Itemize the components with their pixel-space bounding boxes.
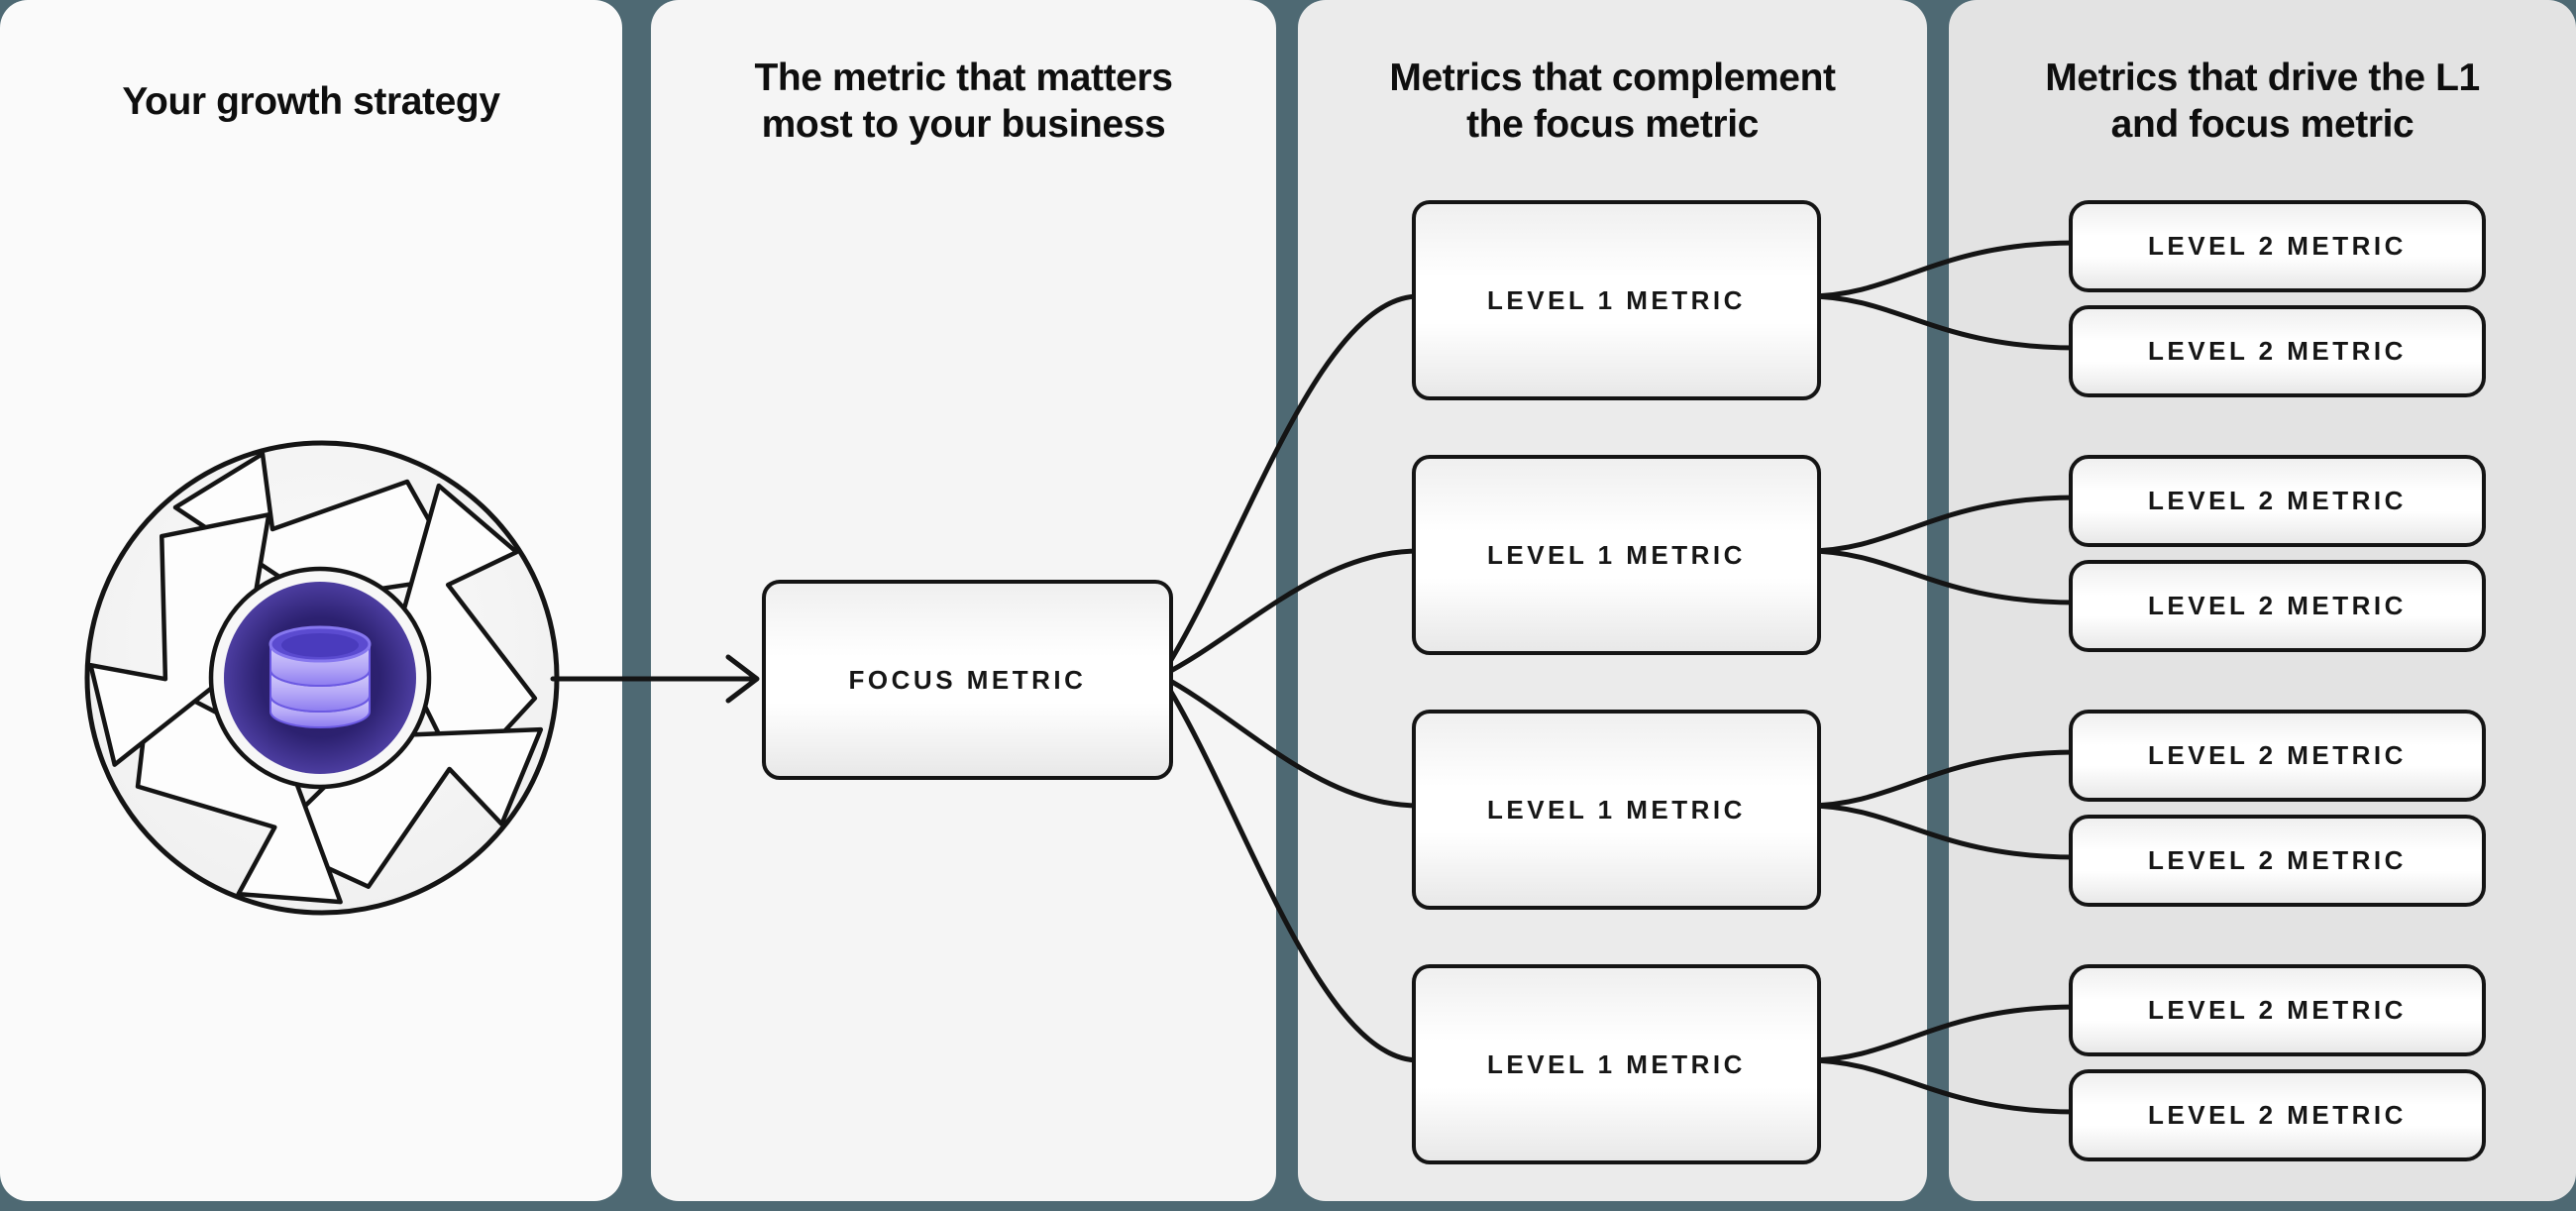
level2-metric-label: LEVEL 2 METRIC bbox=[2148, 336, 2407, 366]
level2-metric-label: LEVEL 2 METRIC bbox=[2148, 740, 2407, 770]
level1-metric-label: LEVEL 1 METRIC bbox=[1487, 794, 1746, 825]
level1-metric-box: LEVEL 1 METRIC bbox=[1412, 964, 1821, 1164]
title-line: Metrics that complement bbox=[1389, 56, 1836, 99]
level2-metric-label: LEVEL 2 METRIC bbox=[2148, 591, 2407, 620]
level1-metric-label: LEVEL 1 METRIC bbox=[1487, 284, 1746, 315]
level2-metric-label: LEVEL 2 METRIC bbox=[2148, 845, 2407, 875]
level2-metric-box: LEVEL 2 METRIC bbox=[2069, 710, 2486, 802]
level2-metric-label: LEVEL 2 METRIC bbox=[2148, 995, 2407, 1025]
level1-metric-box: LEVEL 1 METRIC bbox=[1412, 710, 1821, 910]
level2-metric-box: LEVEL 2 METRIC bbox=[2069, 560, 2486, 652]
panel-title-growth-strategy: Your growth strategy bbox=[0, 52, 622, 151]
level1-metric-box: LEVEL 1 METRIC bbox=[1412, 455, 1821, 655]
level1-metric-label: LEVEL 1 METRIC bbox=[1487, 539, 1746, 570]
title-line: The metric that matters bbox=[754, 56, 1173, 99]
level2-metric-box: LEVEL 2 METRIC bbox=[2069, 455, 2486, 547]
title-line: the focus metric bbox=[1466, 103, 1759, 146]
level2-metric-box: LEVEL 2 METRIC bbox=[2069, 305, 2486, 397]
level2-metric-label: LEVEL 2 METRIC bbox=[2148, 231, 2407, 261]
title-line: Your growth strategy bbox=[122, 79, 500, 123]
title-line: Metrics that drive the L1 bbox=[2045, 56, 2480, 99]
panel-growth-strategy: Your growth strategy bbox=[0, 0, 622, 1201]
level1-metric-box: LEVEL 1 METRIC bbox=[1412, 200, 1821, 400]
title-line: most to your business bbox=[761, 103, 1166, 146]
panel-title-focus-metric: The metric that matters most to your bus… bbox=[651, 52, 1276, 151]
panel-title-level1-metrics: Metrics that complement the focus metric bbox=[1298, 52, 1927, 151]
level1-metric-label: LEVEL 1 METRIC bbox=[1487, 1048, 1746, 1079]
focus-metric-label: FOCUS METRIC bbox=[848, 664, 1087, 695]
panel-title-level2-metrics: Metrics that drive the L1 and focus metr… bbox=[1949, 52, 2576, 151]
level2-metric-box: LEVEL 2 METRIC bbox=[2069, 815, 2486, 907]
level2-metric-box: LEVEL 2 METRIC bbox=[2069, 200, 2486, 292]
title-line: and focus metric bbox=[2110, 103, 2415, 146]
level2-metric-label: LEVEL 2 METRIC bbox=[2148, 486, 2407, 515]
level2-metric-box: LEVEL 2 METRIC bbox=[2069, 1069, 2486, 1161]
level2-metric-box: LEVEL 2 METRIC bbox=[2069, 964, 2486, 1056]
level2-metric-label: LEVEL 2 METRIC bbox=[2148, 1100, 2407, 1130]
focus-metric-box: FOCUS METRIC bbox=[762, 580, 1173, 780]
